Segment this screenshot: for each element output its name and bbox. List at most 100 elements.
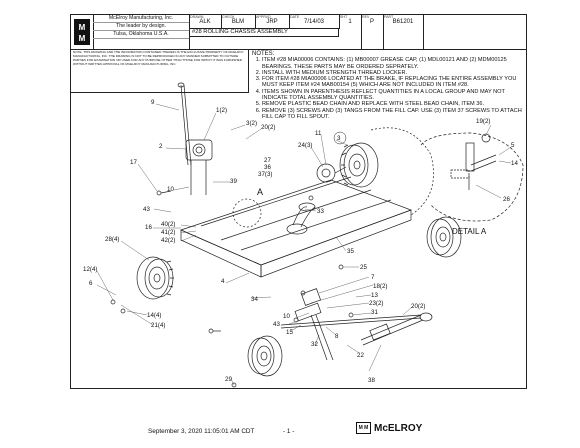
tow-bar (360, 312, 433, 346)
callout-21-4: 21(4) (151, 322, 165, 329)
callout-17: 17 (130, 159, 137, 166)
callout-circle-3 (333, 131, 347, 145)
callout-1-2: 1(2) (216, 107, 227, 114)
callout-20-2b: 20(2) (411, 303, 425, 310)
callout-31: 31 (371, 309, 378, 316)
company-info: McElroy Manufacturing, Inc. The leader b… (93, 15, 190, 49)
callout-18-2: 18(2) (373, 283, 387, 290)
wheel-rear-right (426, 216, 462, 258)
notes-block: NOTES: ITEM #28 MIA00006 CONTAINS: (1) M… (252, 51, 524, 120)
callout-24-3: 24(3) (298, 142, 312, 149)
assembly-title: #28 ROLLING CHASSIS ASSEMBLY (189, 28, 339, 37)
callout-19-2: 19(2) (476, 118, 490, 125)
callout-42-2: 42(2) (161, 237, 175, 244)
callout-33: 33 (317, 208, 324, 215)
callout-14-4: 14(4) (147, 312, 161, 319)
notes-heading: NOTES: (252, 51, 275, 57)
wheel-bottom (247, 335, 283, 377)
callout-16: 16 (145, 224, 152, 231)
callout-a: A (257, 187, 263, 197)
notes-list: ITEM #28 MIA00006 CONTAINS: (1) MB00007 … (252, 57, 524, 120)
rev-field: REV P (361, 15, 384, 50)
callout-36: 36 (264, 164, 271, 171)
callout-4: 4 (221, 278, 225, 285)
callout-41-2: 41(2) (161, 229, 175, 236)
wheel-front-left (136, 256, 174, 300)
callout-20-2: 20(2) (261, 124, 275, 131)
sheet-field: SHT 1 (339, 15, 362, 50)
callout-2: 2 (159, 143, 163, 150)
callout-23-2: 23(2) (369, 300, 383, 307)
callout-39: 39 (230, 178, 237, 185)
note-item: INSTALL WITH MEDIUM STRENGTH THREAD LOCK… (262, 70, 524, 76)
callout-labels: 9 1(2) 3(2) 20(2) 2 11 24(3) 3 27 36 37(… (83, 99, 518, 384)
drawing-sheet: M M McElroy Manufacturing, Inc. The lead… (70, 14, 527, 389)
company-location: Tulsa, Oklahoma U.S.A. (93, 31, 189, 39)
svg-text:M: M (79, 23, 86, 32)
wheel-top-right (339, 142, 379, 188)
callout-25: 25 (360, 264, 367, 271)
note-item: ITEMS SHOWN IN PARENTHESIS REFLECT QUANT… (262, 89, 524, 102)
date-field: DATE 7/14/03 (289, 15, 340, 29)
callout-40-2: 40(2) (161, 221, 175, 228)
page-number: - 1 - (283, 428, 295, 435)
callout-8: 8 (335, 333, 339, 340)
detail-a-view (420, 132, 524, 222)
note-item: REMOVE PLASTIC BEAD CHAIN AND REPLACE WI… (262, 101, 524, 107)
callout-5: 5 (511, 142, 515, 149)
drawn-field: DRAWN ALK (189, 15, 222, 29)
mcelroy-logo: M M (71, 15, 94, 49)
legal-notice: NOTE: THIS DRAWING AND THE INFORMATION C… (71, 49, 249, 93)
callout-13: 13 (371, 292, 378, 299)
callout-43: 43 (143, 206, 150, 213)
footer-logo: M M McELROY (356, 422, 422, 434)
main-frame (180, 176, 413, 278)
callout-43b: 43 (273, 321, 280, 328)
print-timestamp: September 3, 2020 11:05:01 AM CDT (148, 428, 255, 435)
detail-a-circle (232, 198, 262, 228)
callout-38: 38 (368, 377, 375, 384)
callout-6: 6 (89, 280, 93, 287)
handle-part (177, 82, 192, 166)
callout-3-2: 3(2) (246, 120, 257, 127)
mm-logo-icon: M M (74, 19, 90, 45)
note-item: ITEM #28 MIA00006 CONTAINS: (1) MB00007 … (262, 57, 524, 70)
callout-32: 32 (311, 341, 318, 348)
fill-spout (286, 202, 316, 235)
callout-22: 22 (357, 352, 364, 359)
callout-12-4: 12(4) (83, 266, 97, 273)
callout-37-3: 37(3) (258, 171, 272, 178)
callout-15: 15 (286, 329, 293, 336)
lower-axle-assembly (280, 288, 422, 361)
company-name: McElroy Manufacturing, Inc. (93, 15, 189, 23)
exploded-view-drawing: 9 1(2) 3(2) 20(2) 2 11 24(3) 3 27 36 37(… (83, 82, 524, 388)
note-item: REMOVE (3) SCREWS AND (3) TANGS FROM THE… (262, 108, 524, 121)
note-item: FOR ITEM #28 MIA00006 LOCATED AT THE BRA… (262, 76, 524, 89)
axle-hub (316, 163, 347, 183)
callout-29: 29 (225, 376, 232, 383)
callout-35: 35 (347, 248, 354, 255)
callout-14: 14 (511, 160, 518, 167)
callout-26: 26 (503, 196, 510, 203)
callout-9: 9 (151, 99, 155, 106)
part-field: PART B61201 (383, 15, 424, 50)
title-block: M M McElroy Manufacturing, Inc. The lead… (71, 15, 526, 50)
callout-28-4: 28(4) (105, 236, 119, 243)
check-field: CHECK BLM (221, 15, 256, 29)
callout-7: 7 (371, 274, 375, 281)
callout-10: 10 (167, 186, 174, 193)
callout-10b: 10 (283, 313, 290, 320)
detail-a-label: DETAIL A (452, 227, 487, 236)
bead-chain-path (370, 127, 434, 216)
mm-badge-icon: M M (356, 422, 371, 434)
callout-34: 34 (251, 296, 258, 303)
approved-field: APPRVD JRP (255, 15, 290, 29)
callout-27: 27 (264, 157, 271, 164)
footer-brand: McELROY (374, 422, 423, 434)
callout-3: 3 (337, 135, 341, 142)
leader-lines (96, 103, 512, 386)
hitch-bracket (185, 139, 213, 195)
svg-text:M: M (79, 34, 86, 43)
company-tagline: The leader by design. (93, 23, 189, 31)
callout-11: 11 (315, 130, 322, 137)
